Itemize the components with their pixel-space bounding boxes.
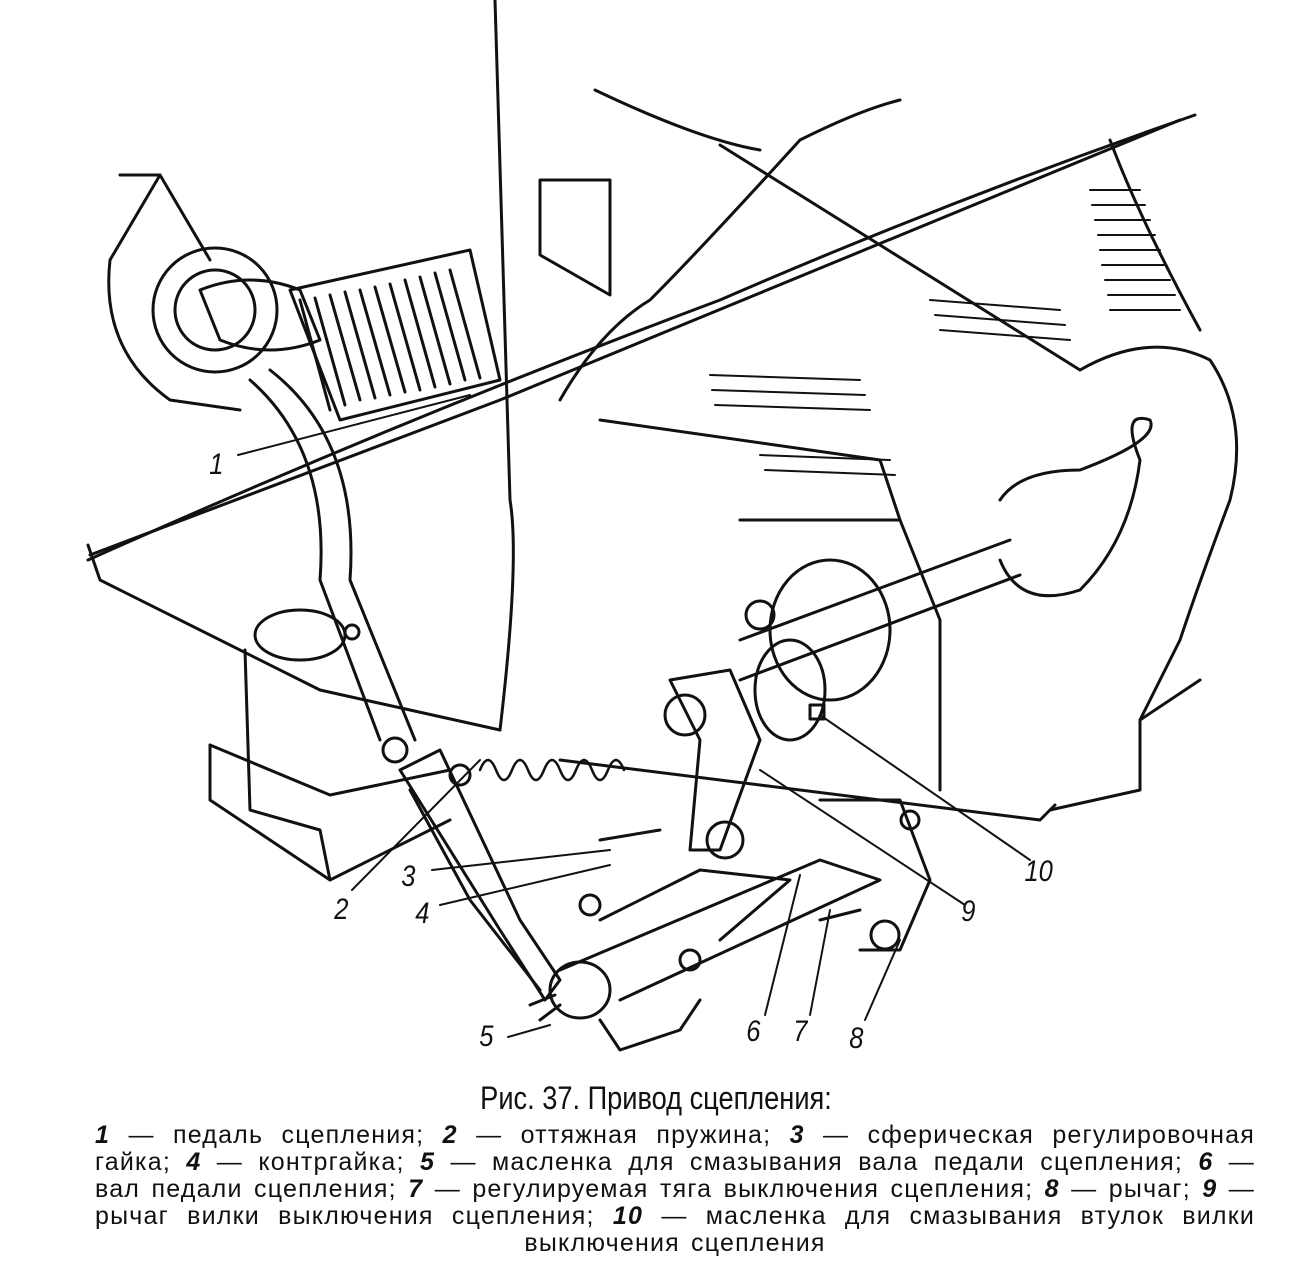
callout-8: 8 — [849, 1022, 864, 1055]
clutch-pedal — [151, 246, 502, 764]
legend-dash: — — [804, 1121, 868, 1149]
legend-text: вал педали сцепления; — [95, 1175, 409, 1203]
legend-number: 7 — [408, 1175, 424, 1203]
legend-dash: — — [110, 1121, 173, 1149]
return-spring — [478, 758, 626, 782]
legend-text: рычаг; — [1108, 1175, 1203, 1203]
legend-number: 2 — [442, 1121, 458, 1149]
figure-title: Рис. 37. Привод сцепления: — [480, 1080, 832, 1116]
legend-text: масленка для смазывания вала педали сцеп… — [492, 1148, 1199, 1176]
hatching — [709, 189, 1181, 476]
release-fork-lever — [598, 668, 932, 952]
legend-dash: — — [423, 1175, 473, 1203]
callout-4: 4 — [415, 897, 430, 930]
legend-number: 8 — [1044, 1175, 1060, 1203]
pedal-bracket — [208, 608, 452, 882]
legend-dash: — — [457, 1121, 521, 1149]
legend-text: сферическая регулировочная гайка; — [95, 1121, 1255, 1176]
legend-dash: — — [643, 1202, 706, 1230]
legend-dash: — — [435, 1148, 493, 1176]
callout-10: 10 — [1024, 855, 1053, 888]
release-shaft — [738, 417, 1153, 742]
body-panels — [86, 0, 1239, 822]
legend-number: 10 — [612, 1202, 644, 1230]
callout-9: 9 — [961, 895, 976, 928]
legend-number: 9 — [1202, 1175, 1218, 1203]
legend-dash: — — [1059, 1175, 1109, 1203]
legend-dash: — — [1217, 1175, 1255, 1203]
legend-text: контргайка; — [258, 1148, 420, 1176]
clutch-drive-illustration — [86, 0, 1239, 1052]
legend-dash: — — [201, 1148, 259, 1176]
callout-6: 6 — [746, 1015, 761, 1048]
callout-5: 5 — [479, 1020, 494, 1053]
legend-text: оттяжная пружина; — [520, 1121, 790, 1149]
legend-number: 5 — [419, 1148, 436, 1176]
callout-3: 3 — [401, 860, 416, 893]
legend-text: педаль сцепления; — [173, 1121, 443, 1149]
legend-text: рычаг вилки выключения сцепления; — [95, 1202, 613, 1230]
figure-legend: 1 — педаль сцепления; 2 — оттяжная пружи… — [95, 1122, 1255, 1257]
callout-7: 7 — [793, 1015, 808, 1048]
callout-1: 1 — [209, 448, 224, 481]
legend-dash: — — [1213, 1148, 1256, 1176]
legend-text: масленка для смазывания втулок вилки вык… — [524, 1202, 1255, 1257]
leader-lines — [237, 394, 1031, 1038]
legend-number: 6 — [1198, 1148, 1214, 1176]
callout-2: 2 — [334, 893, 349, 926]
legend-number: 3 — [789, 1121, 805, 1149]
legend-text: регулируемая тяга выключения сцепления; — [472, 1175, 1045, 1203]
legend-number: 4 — [186, 1148, 202, 1176]
pedal-shaft — [528, 858, 882, 1052]
pedal-lever — [398, 748, 562, 1002]
legend-number: 1 — [95, 1121, 111, 1149]
